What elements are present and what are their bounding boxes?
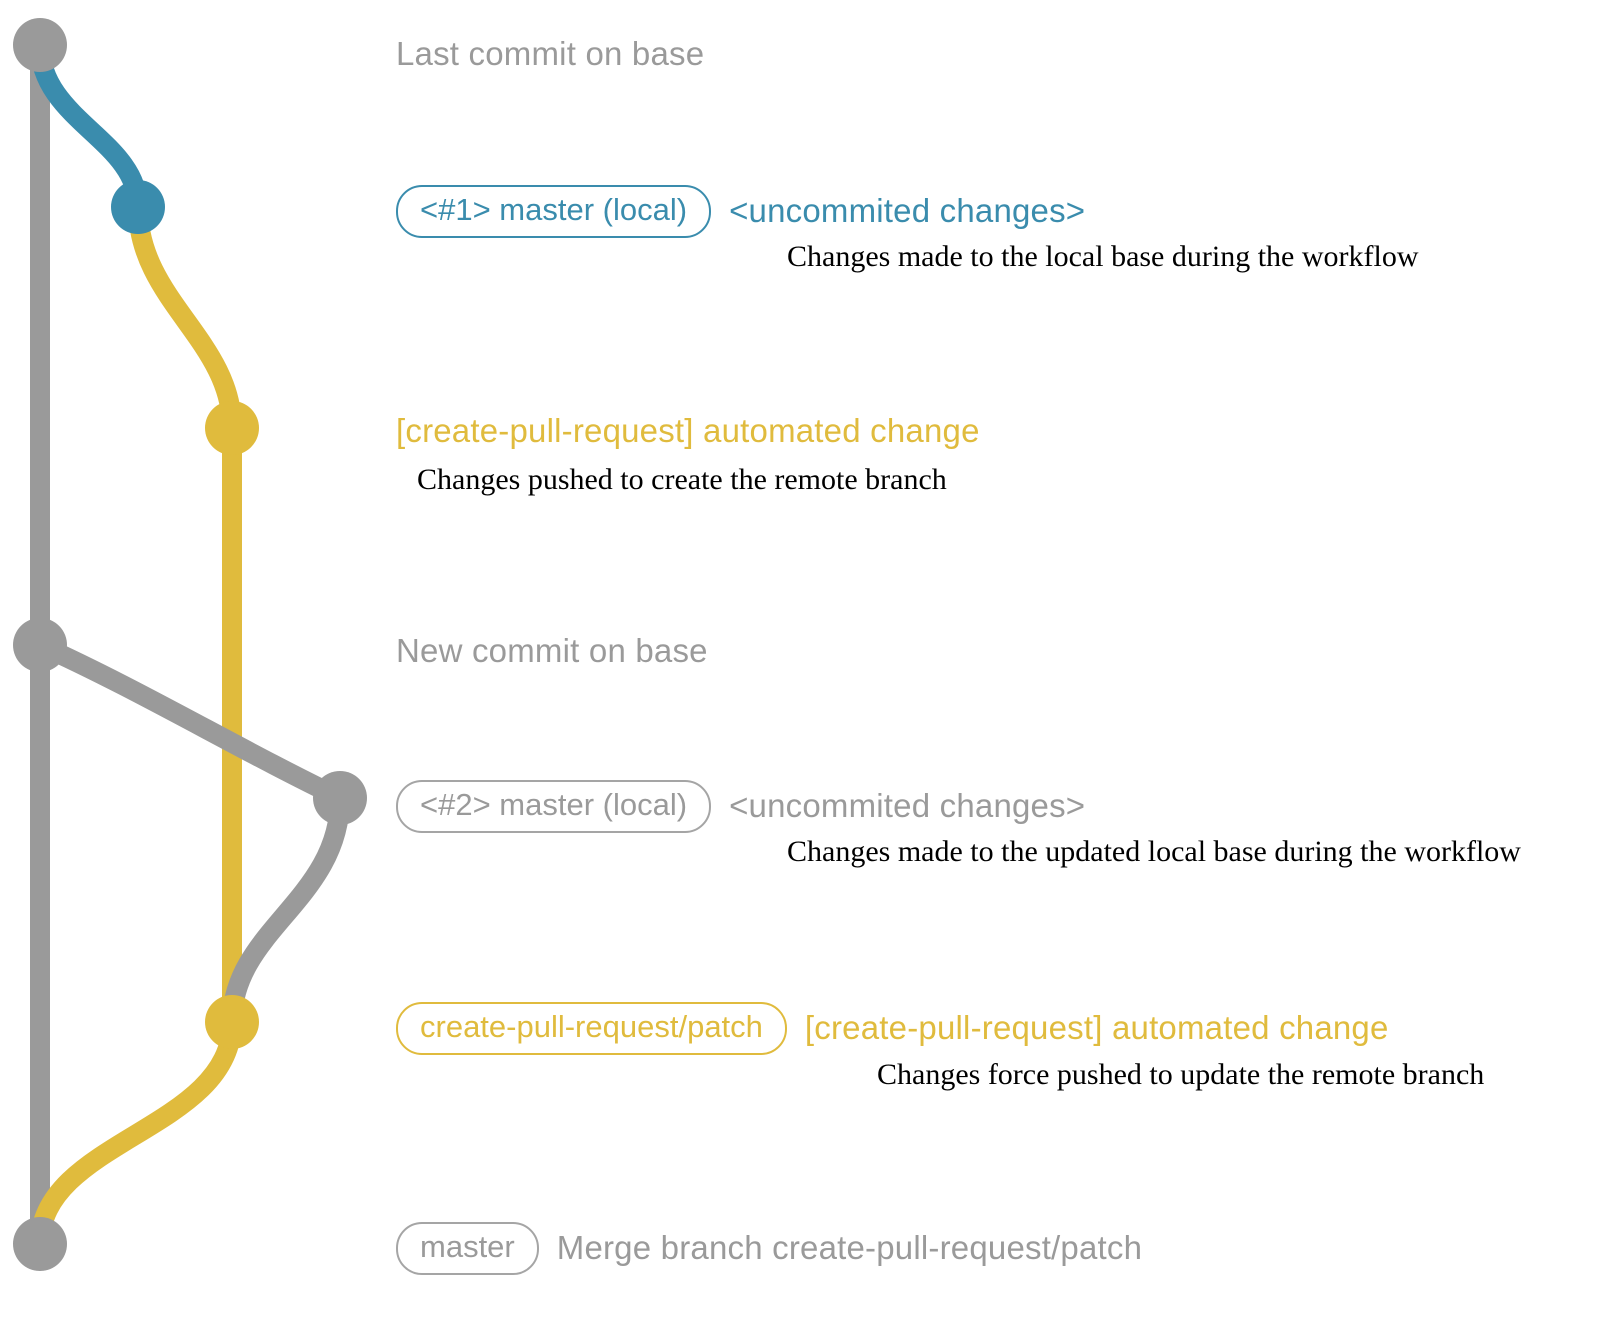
commit-description-automated-change-2: Changes force pushed to update the remot… <box>877 1058 1485 1091</box>
commit-subject: New commit on base <box>396 632 708 669</box>
gray-branch-to-patch-2 <box>222 788 350 1032</box>
commit-subject: [create-pull-request] automated change <box>396 412 980 449</box>
patch-commit-1-node[interactable] <box>205 401 259 455</box>
branch-badge-master-local-1[interactable]: <#1> master (local) <box>396 185 712 238</box>
base-new-commit-node[interactable] <box>13 618 67 672</box>
commit-description-automated-change-1: Changes pushed to create the remote bran… <box>417 463 947 496</box>
commit-row-new-commit-on-base: New commit on base <box>396 632 708 670</box>
commit-row-master-local-2: <#2> master (local) <uncommited changes> <box>396 780 1085 833</box>
branch-badge-master-local-2[interactable]: <#2> master (local) <box>396 780 712 833</box>
git-graph <box>13 18 367 1271</box>
local-master-2-commit-node[interactable] <box>313 771 367 825</box>
commit-row-last-commit-on-base: Last commit on base <box>396 35 704 73</box>
commit-subject: Last commit on base <box>396 35 705 72</box>
commit-row-master-local-1: <#1> master (local) <uncommited changes> <box>396 185 1085 238</box>
base-head-commit-node[interactable] <box>13 18 67 72</box>
gray-branch-to-local-2 <box>30 635 350 808</box>
branch-badge-master[interactable]: master <box>396 1222 539 1275</box>
commit-subject: <uncommited changes> <box>729 192 1086 230</box>
commit-subject: Merge branch create-pull-request/patch <box>556 1229 1143 1267</box>
merge-commit-node[interactable] <box>13 1217 67 1271</box>
commit-row-automated-change-1: [create-pull-request] automated change <box>396 412 980 450</box>
branch-badge-create-pull-request-patch[interactable]: create-pull-request/patch <box>396 1002 787 1055</box>
commit-description-master-local-1: Changes made to the local base during th… <box>787 240 1419 273</box>
commit-row-merge-commit: master Merge branch create-pull-request/… <box>396 1222 1142 1275</box>
commit-subject: [create-pull-request] automated change <box>804 1009 1389 1047</box>
commit-subject: <uncommited changes> <box>729 787 1086 825</box>
commit-description-master-local-2: Changes made to the updated local base d… <box>787 835 1521 868</box>
yellow-branch-line-lower <box>30 1012 242 1254</box>
patch-commit-2-node[interactable] <box>205 995 259 1049</box>
local-master-1-commit-node[interactable] <box>111 180 165 234</box>
commit-row-automated-change-2: create-pull-request/patch [create-pull-r… <box>396 1002 1389 1055</box>
